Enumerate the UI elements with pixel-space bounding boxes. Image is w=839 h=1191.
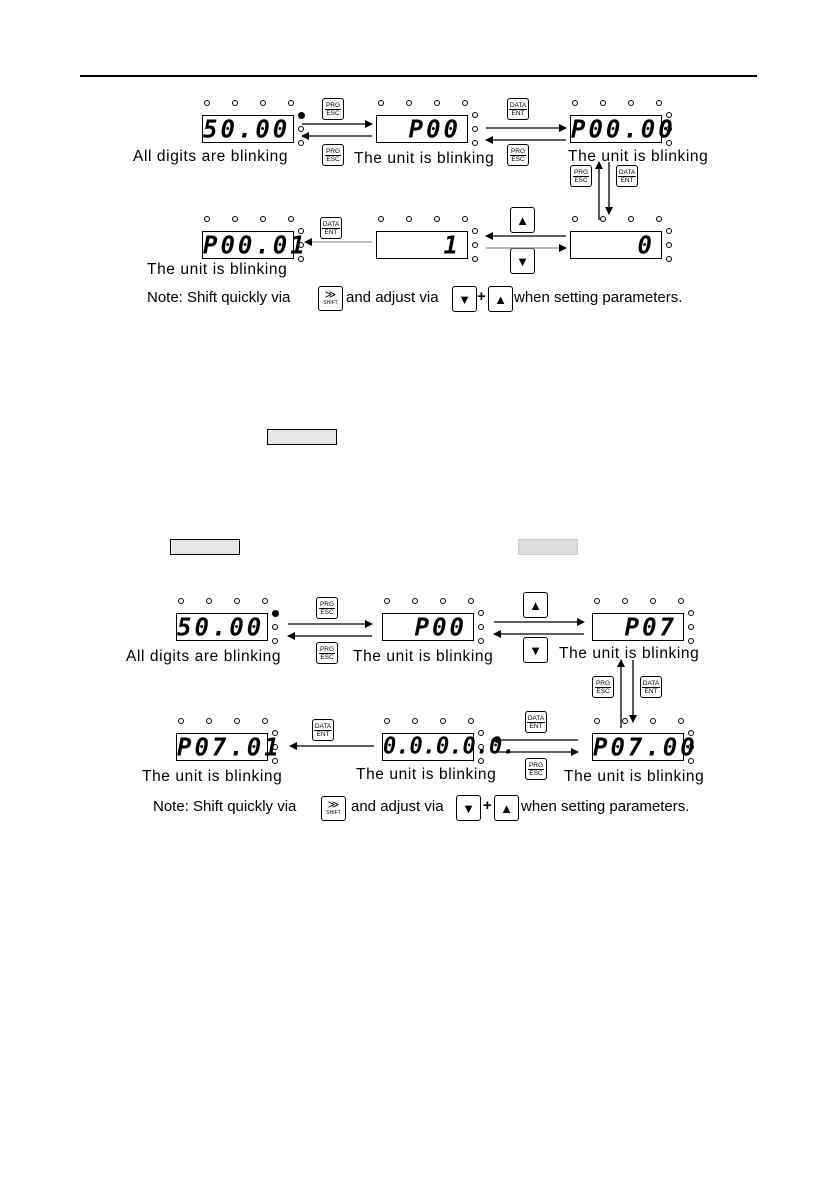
caption: The unit is blinking bbox=[568, 148, 709, 165]
highlight-box bbox=[267, 429, 337, 445]
up-key-icon: ▲ bbox=[488, 286, 513, 312]
led-indicators bbox=[378, 100, 468, 108]
shift-key-icon: ≫SHIFT bbox=[318, 286, 343, 311]
lcd-display: P07.00 bbox=[592, 732, 698, 762]
led-indicators bbox=[204, 216, 294, 224]
header-rule bbox=[80, 75, 757, 77]
led-indicators bbox=[384, 598, 474, 606]
caption: The unit is blinking bbox=[142, 768, 283, 785]
down-key-icon: ▼ bbox=[510, 248, 535, 274]
led-indicators bbox=[594, 718, 684, 726]
down-key-icon: ▼ bbox=[452, 286, 477, 312]
caption: All digits are blinking bbox=[126, 648, 282, 665]
lcd-display: P07.01 bbox=[176, 732, 282, 762]
led-indicators bbox=[378, 216, 468, 224]
lcd-display: 50.00 bbox=[176, 613, 268, 641]
led-indicators bbox=[204, 100, 294, 108]
caption: The unit is blinking bbox=[147, 261, 288, 278]
lcd-display: P00 bbox=[382, 613, 474, 641]
note-prefix: Note: Shift quickly via bbox=[147, 289, 291, 306]
lcd-display: P00.01 bbox=[202, 230, 308, 260]
note-middle: and adjust via bbox=[351, 798, 444, 815]
caption: The unit is blinking bbox=[354, 150, 495, 167]
note-prefix: Note: Shift quickly via bbox=[153, 798, 297, 815]
led-indicators bbox=[178, 598, 268, 606]
caption: The unit is blinking bbox=[564, 768, 705, 785]
arrow-icon bbox=[301, 120, 613, 252]
up-key-icon: ▲ bbox=[523, 592, 548, 618]
shift-key-icon: ≫SHIFT bbox=[321, 796, 346, 821]
led-indicators bbox=[594, 598, 684, 606]
led-indicators bbox=[178, 718, 268, 726]
down-key-icon: ▼ bbox=[456, 795, 481, 821]
arrow-icon bbox=[287, 618, 637, 756]
note-plus: + bbox=[477, 288, 486, 305]
lcd-display: 1 bbox=[376, 231, 468, 259]
highlight-box bbox=[518, 539, 578, 555]
operation-diagram-1: 50.00 P00 P00.00 0 1 P00.01 All digits a… bbox=[0, 90, 839, 320]
down-key-icon: ▼ bbox=[523, 637, 548, 663]
highlight-box bbox=[170, 539, 240, 555]
note-suffix: when setting parameters. bbox=[521, 798, 690, 815]
note-suffix: when setting parameters. bbox=[514, 289, 683, 306]
caption: The unit is blinking bbox=[356, 766, 497, 783]
lcd-display: P07 bbox=[592, 613, 684, 641]
lcd-display: 0 bbox=[570, 231, 662, 259]
caption: The unit is blinking bbox=[353, 648, 494, 665]
lcd-display: P00.00 bbox=[570, 114, 676, 144]
note-plus: + bbox=[483, 797, 492, 814]
led-indicators bbox=[572, 216, 662, 224]
led-indicators bbox=[572, 100, 662, 108]
lcd-display: P00 bbox=[376, 115, 468, 143]
caption: All digits are blinking bbox=[133, 148, 289, 165]
caption: The unit is blinking bbox=[559, 645, 700, 662]
up-key-icon: ▲ bbox=[494, 795, 519, 821]
up-key-icon: ▲ bbox=[510, 207, 535, 233]
operation-diagram-2: 50.00 P00 P07 P07.00 0.0.0.0.0. P07.01 A… bbox=[0, 588, 839, 828]
led-indicators bbox=[384, 718, 474, 726]
note-middle: and adjust via bbox=[346, 289, 439, 306]
lcd-display: 50.00 bbox=[202, 115, 294, 143]
